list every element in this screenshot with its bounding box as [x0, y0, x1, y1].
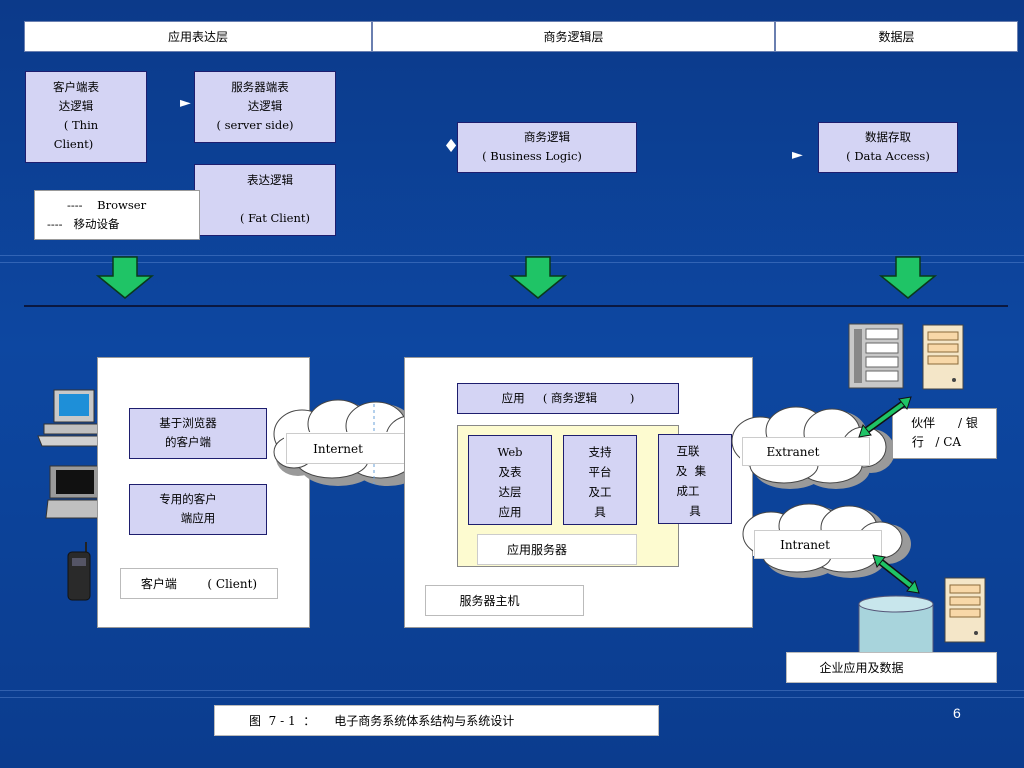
client-label: 客户端 ( Client): [120, 568, 278, 599]
browser-client-line: 的客户端: [165, 435, 211, 449]
server-logic-line: 达逻辑: [247, 99, 283, 113]
integration-tools-line: 互联: [676, 444, 700, 458]
presentation-logic-line: 表达逻辑: [247, 173, 293, 187]
support-platform-box: 支持 平台 及工 具: [563, 435, 637, 525]
extranet-label: Extranet: [742, 437, 870, 466]
partner-bank-line: 行 / CA: [911, 435, 962, 449]
presentation-logic-box: 表达逻辑 ( Fat Client): [194, 164, 336, 236]
down-arrow-icon: [96, 256, 154, 299]
server-logic-box: 服务器端表 达逻辑 ( server side): [194, 71, 336, 143]
header-presentation-layer: 应用表达层: [24, 21, 372, 52]
presentation-logic-line: [195, 190, 335, 209]
browser-line: ---- Browser: [67, 198, 147, 212]
integration-tools-line: 成工: [676, 484, 700, 498]
integration-tools-line: 及 集: [675, 464, 707, 478]
data-access-box: 数据存取 ( Data Access): [818, 122, 958, 173]
dedicated-client-box: 专用的客户 端应用: [129, 484, 267, 535]
business-logic-line: ( Business Logic): [482, 149, 582, 163]
dedicated-client-line: 端应用: [180, 511, 216, 525]
server-logic-line: ( server side): [216, 118, 294, 132]
server-tower-icon: [944, 577, 986, 643]
desktop-computer-icon: [37, 389, 103, 447]
server-rack-icon: [848, 323, 904, 389]
separator: [24, 305, 1008, 307]
browser-mobile-box: ---- Browser ---- 移动设备: [34, 190, 200, 240]
client-logic-line: 客户端表: [53, 80, 99, 94]
double-arrow-icon: [872, 554, 920, 594]
browser-client-line: 基于浏览器: [159, 416, 217, 430]
web-app-line: 达层: [498, 485, 522, 499]
page-number: 6: [953, 705, 961, 721]
partner-bank-line: 伙伴 / 银: [911, 416, 978, 430]
business-logic-line: 商务逻辑: [524, 130, 570, 144]
server-tower-icon: [922, 324, 964, 390]
support-platform-line: 平台: [588, 465, 612, 479]
down-arrow-icon: [879, 256, 937, 299]
client-logic-line: ( Thin: [63, 118, 99, 132]
integration-tools-box: 互联 及 集 成工 具: [658, 434, 732, 524]
database-icon: [858, 595, 934, 655]
dedicated-client-line: 专用的客户: [159, 492, 217, 506]
header-data-layer: 数据层: [775, 21, 1018, 52]
client-logic-box: 客户端表 达逻辑 ( Thin Client): [25, 71, 147, 163]
header-business-logic-layer: 商务逻辑层: [372, 21, 775, 52]
down-arrow-icon: [509, 256, 567, 299]
double-arrow-icon: [858, 396, 912, 438]
enterprise-label: 企业应用及数据: [786, 652, 997, 683]
business-logic-box: 商务逻辑 ( Business Logic): [457, 122, 637, 173]
client-logic-line: Client): [53, 137, 94, 151]
web-app-box: Web 及表 达层 应用: [468, 435, 552, 525]
web-app-line: 及表: [498, 465, 522, 479]
client-logic-line: 达逻辑: [58, 99, 94, 113]
app-server-label: 应用服务器: [477, 534, 637, 565]
web-app-line: 应用: [498, 505, 522, 519]
integration-tools-line: 具: [689, 504, 701, 518]
internet-label: Internet: [286, 433, 420, 464]
support-platform-line: 支持: [588, 445, 612, 459]
partner-bank-box: 伙伴 / 银 行 / CA: [892, 408, 997, 459]
data-access-line: 数据存取: [865, 130, 911, 144]
data-access-line: ( Data Access): [846, 149, 930, 163]
support-platform-line: 具: [594, 505, 606, 519]
intranet-label: Intranet: [754, 530, 882, 559]
server-logic-line: 服务器端表: [231, 80, 289, 94]
web-app-line: Web: [497, 445, 523, 459]
figure-caption: 图 7 - 1 ： 电子商务系统体系结构与系统设计: [214, 705, 659, 736]
mobile-phone-icon: [67, 542, 91, 601]
mobile-device-line: ---- 移动设备: [47, 217, 120, 231]
diamond-icon: ♦: [443, 136, 460, 157]
browser-client-box: 基于浏览器 的客户端: [129, 408, 267, 459]
app-business-logic-box: 应用 ( 商务逻辑 ): [457, 383, 679, 414]
presentation-logic-line: ( Fat Client): [240, 211, 310, 225]
support-platform-line: 及工: [588, 485, 612, 499]
arrow-right-icon: ►: [180, 95, 191, 111]
arrow-right-icon: ►: [792, 147, 803, 163]
server-host-label: 服务器主机: [425, 585, 584, 616]
